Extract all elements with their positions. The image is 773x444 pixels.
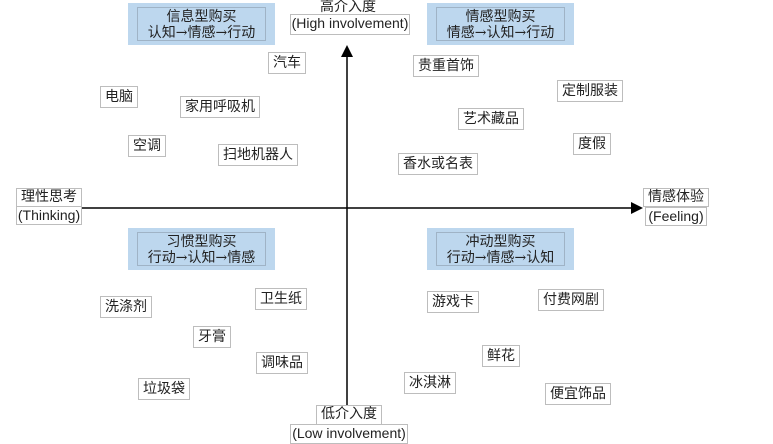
axis-right-en: (Feeling) <box>645 207 707 226</box>
quadrant-sequence: 认知→情感→行动 <box>147 25 256 41</box>
product-item: 鲜花 <box>482 345 520 367</box>
quadrant-title: 冲动型购买 <box>465 234 536 250</box>
axis-left-en: (Thinking) <box>16 206 82 225</box>
quadrant-title: 信息型购买 <box>166 9 237 25</box>
axis-top-zh: 高介入度 <box>318 0 378 15</box>
product-item: 家用呼吸机 <box>180 96 260 118</box>
product-item: 冰淇淋 <box>404 372 456 394</box>
product-item: 贵重首饰 <box>413 55 479 77</box>
axis-bottom-zh: 低介入度 <box>316 405 382 425</box>
quadrant-impulse: 冲动型购买行动→情感→认知 <box>427 228 574 270</box>
product-item: 艺术藏品 <box>458 108 524 130</box>
axis-top-en: (High involvement) <box>290 14 410 35</box>
quadrant-sequence: 行动→情感→认知 <box>446 250 555 266</box>
quadrant-title: 情感型购买 <box>465 9 536 25</box>
axis-left-zh: 理性思考 <box>16 188 82 207</box>
quadrant-sequence: 情感→认知→行动 <box>446 25 555 41</box>
product-item: 扫地机器人 <box>218 144 298 166</box>
axis-bottom-en: (Low involvement) <box>290 424 408 444</box>
product-item: 香水或名表 <box>398 153 478 175</box>
quadrant-emotional: 情感型购买情感→认知→行动 <box>427 3 574 45</box>
product-item: 垃圾袋 <box>138 378 190 400</box>
product-item: 牙膏 <box>193 326 231 348</box>
product-item: 付费网剧 <box>538 289 604 311</box>
quadrant-sequence: 行动→认知→情感 <box>147 250 256 266</box>
product-item: 汽车 <box>268 52 306 74</box>
quadrant-habitual: 习惯型购买行动→认知→情感 <box>128 228 275 270</box>
product-item: 度假 <box>573 133 611 155</box>
product-item: 游戏卡 <box>427 291 479 313</box>
product-item: 便宜饰品 <box>545 383 611 405</box>
axis-right-zh: 情感体验 <box>643 188 709 207</box>
product-item: 洗涤剂 <box>100 296 152 318</box>
quadrant-informational: 信息型购买认知→情感→行动 <box>128 3 275 45</box>
product-item: 电脑 <box>100 86 138 108</box>
product-item: 空调 <box>128 135 166 157</box>
product-item: 调味品 <box>256 352 308 374</box>
product-item: 卫生纸 <box>255 288 307 310</box>
quadrant-title: 习惯型购买 <box>166 234 237 250</box>
product-item: 定制服装 <box>557 80 623 102</box>
